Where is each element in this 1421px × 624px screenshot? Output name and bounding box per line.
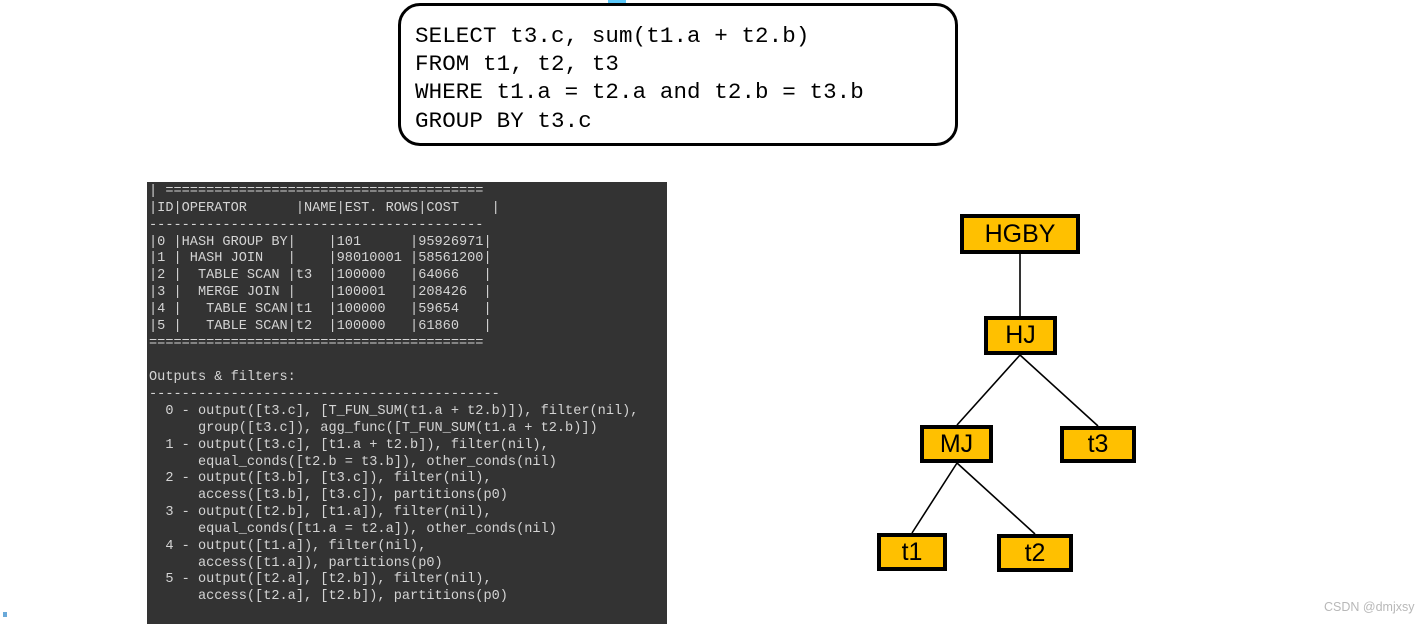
terminal-panel[interactable]: | ======================================… bbox=[147, 182, 667, 624]
outputs-filters-heading: Outputs & filters: ---------------------… bbox=[149, 370, 500, 402]
tree-node-t1[interactable]: t1 bbox=[877, 533, 947, 571]
explain-plan-table: | ======================================… bbox=[149, 184, 500, 351]
sql-query-box: SELECT t3.c, sum(t1.a + t2.b) FROM t1, t… bbox=[398, 3, 958, 146]
tree-node-hgby[interactable]: HGBY bbox=[960, 214, 1080, 254]
tree-node-t3[interactable]: t3 bbox=[1060, 426, 1136, 463]
tree-node-t2[interactable]: t2 bbox=[997, 534, 1073, 572]
tree-node-hj-label: HJ bbox=[1005, 321, 1036, 349]
tree-node-hgby-label: HGBY bbox=[984, 219, 1056, 248]
tree-node-t1-label: t1 bbox=[901, 537, 923, 566]
edge-mj-t2 bbox=[956, 462, 1036, 535]
sql-query-text: SELECT t3.c, sum(t1.a + t2.b) FROM t1, t… bbox=[415, 23, 864, 134]
top-blue-sliver bbox=[608, 0, 626, 4]
tree-node-hj[interactable]: HJ bbox=[984, 316, 1057, 355]
terminal-cursor bbox=[3, 612, 7, 617]
tree-node-t2-label: t2 bbox=[1024, 538, 1046, 567]
edge-mj-t1 bbox=[911, 462, 958, 534]
watermark: CSDN @dmjxsy bbox=[1324, 600, 1415, 614]
tree-node-t3-label: t3 bbox=[1087, 430, 1109, 458]
edge-hj-mj bbox=[956, 354, 1021, 426]
operator-tree-diagram: HGBY HJ MJ t3 t1 t2 bbox=[860, 200, 1190, 600]
outputs-filters-body: 0 - output([t3.c], [T_FUN_SUM(t1.a + t2.… bbox=[165, 404, 639, 605]
tree-node-mj[interactable]: MJ bbox=[920, 425, 993, 463]
tree-node-mj-label: MJ bbox=[939, 429, 974, 458]
edge-hj-t3 bbox=[1019, 354, 1099, 427]
tree-edges bbox=[911, 254, 1099, 535]
